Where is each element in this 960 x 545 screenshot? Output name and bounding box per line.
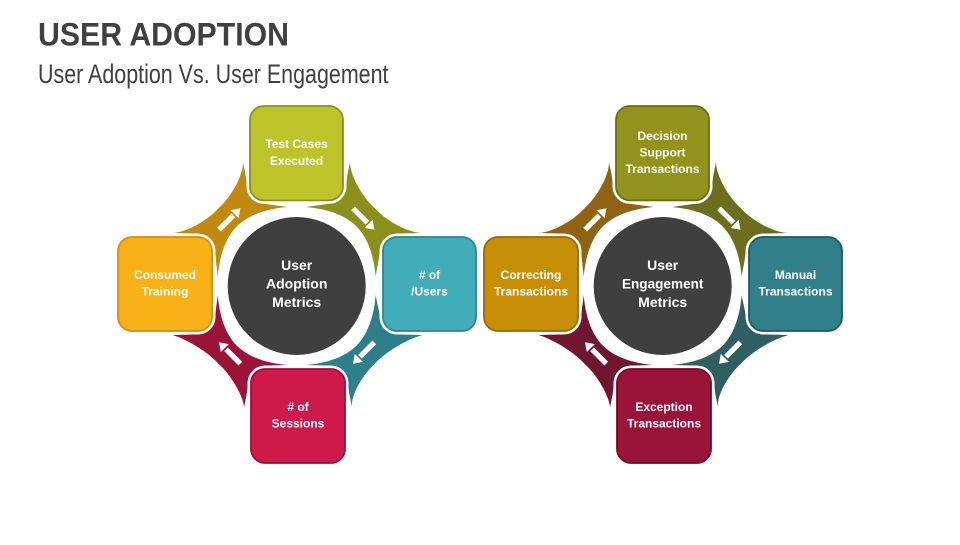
svg-text:Adoption: Adoption: [266, 276, 327, 292]
svg-text:# of: # of: [287, 400, 309, 414]
svg-text:Support: Support: [640, 146, 686, 160]
svg-text:Test Cases: Test Cases: [265, 137, 328, 151]
svg-text:Transactions: Transactions: [494, 285, 568, 299]
svg-text:Consumed: Consumed: [134, 268, 196, 282]
svg-text:Executed: Executed: [270, 154, 323, 168]
svg-text:USER ADOPTION: USER ADOPTION: [38, 16, 289, 52]
svg-text:Metrics: Metrics: [272, 294, 321, 310]
svg-text:Training: Training: [142, 285, 189, 299]
svg-text:User Adoption Vs. User Engagem: User Adoption Vs. User Engagement: [38, 59, 389, 89]
svg-text:# of: # of: [419, 268, 441, 282]
svg-text:User: User: [281, 257, 313, 273]
svg-text:Correcting: Correcting: [501, 268, 562, 282]
svg-text:Sessions: Sessions: [272, 417, 325, 431]
svg-text:Exception: Exception: [635, 400, 692, 414]
svg-text:Transactions: Transactions: [758, 285, 832, 299]
svg-text:Metrics: Metrics: [638, 294, 687, 310]
svg-text:User: User: [647, 257, 679, 273]
svg-text:Engagement: Engagement: [622, 276, 704, 292]
svg-text:Manual: Manual: [775, 268, 816, 282]
svg-text:Decision: Decision: [637, 129, 687, 143]
svg-text:/Users: /Users: [411, 285, 448, 299]
svg-text:Transactions: Transactions: [627, 417, 701, 431]
svg-text:Transactions: Transactions: [625, 162, 699, 176]
